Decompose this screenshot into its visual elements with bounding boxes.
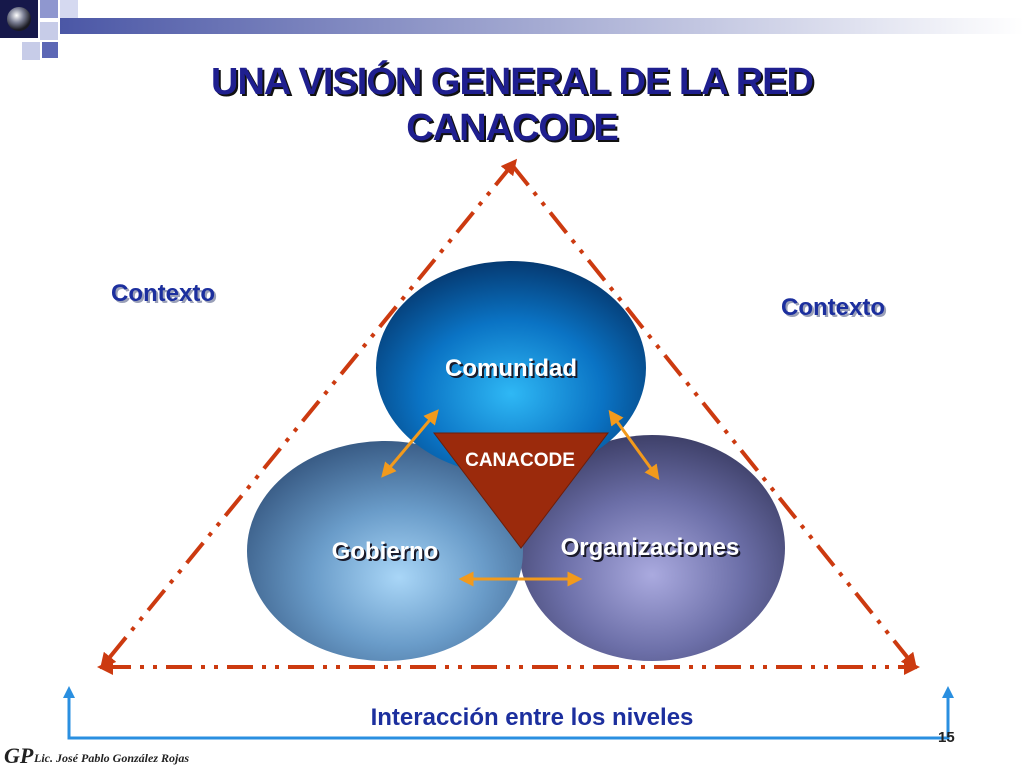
triangle-right-side — [510, 163, 918, 670]
comunidad-label-shadow: Comunidad — [447, 357, 579, 384]
header-square-3 — [40, 22, 58, 40]
header-square-4 — [22, 42, 40, 60]
header-square-2 — [60, 0, 78, 18]
header-square-5 — [42, 42, 58, 58]
author-logo: GP — [4, 743, 34, 768]
title-line-2: CANACODE — [406, 107, 618, 149]
arrow-comunidad-organizaciones — [608, 409, 660, 481]
gobierno-label-shadow: Gobierno — [334, 540, 441, 567]
comunidad-ellipse — [376, 261, 646, 475]
slide-title: UNA VISIÓN GENERAL DE LA RED UNA VISIÓN … — [211, 59, 816, 151]
author-name: Lic. José Pablo González Rojas — [33, 751, 189, 765]
organizaciones-ellipse — [519, 435, 785, 661]
organizaciones-label: Organizaciones — [561, 534, 740, 561]
gobierno-label: Gobierno — [332, 538, 439, 565]
canacode-center-triangle — [432, 432, 610, 549]
context-triangle — [97, 158, 920, 675]
header-decoration — [0, 0, 1024, 60]
title-line-2-shadow: CANACODE — [408, 109, 620, 151]
header-gradient-bar — [60, 18, 1024, 34]
arrow-comunidad-gobierno — [381, 409, 439, 478]
orb-icon — [7, 7, 31, 31]
comunidad-label: Comunidad — [445, 355, 577, 382]
header-square-1 — [40, 0, 58, 18]
title-line-1-shadow: UNA VISIÓN GENERAL DE LA RED — [213, 61, 815, 105]
interaction-label: Interacción entre los niveles — [371, 704, 694, 731]
context-label-right: Contexto — [781, 294, 885, 321]
interaction-arrows — [381, 409, 660, 587]
organizaciones-label-shadow: Organizaciones — [563, 536, 742, 563]
interaction-bracket — [63, 686, 954, 740]
title-line-1: UNA VISIÓN GENERAL DE LA RED — [211, 59, 813, 103]
triangle-left-side — [99, 158, 518, 670]
context-left-shadow: Contexto — [113, 282, 217, 309]
context-right-shadow: Contexto — [783, 296, 887, 323]
page-number: 15 — [938, 729, 955, 746]
context-label-left: Contexto — [111, 280, 215, 307]
canacode-center-label: CANACODE — [465, 450, 575, 471]
gobierno-ellipse — [247, 441, 523, 661]
bracket-line — [67, 693, 950, 740]
